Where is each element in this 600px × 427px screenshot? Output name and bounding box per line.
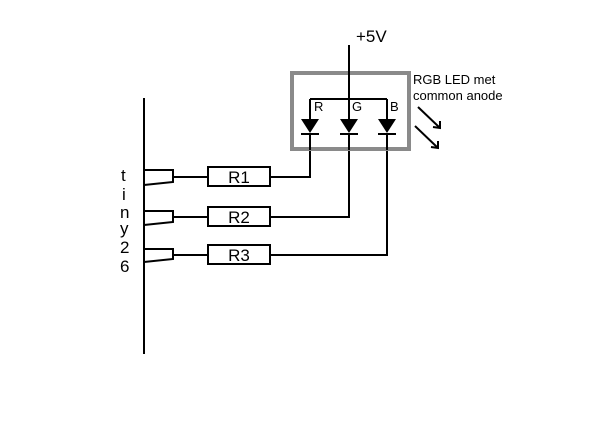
mcu-char: t [121, 166, 126, 185]
supply-label: +5V [356, 27, 387, 46]
led-caption-line2: common anode [413, 88, 503, 103]
mcu-pin-1 [143, 169, 208, 186]
resistor-label: R3 [228, 246, 250, 265]
mcu-pin-2 [143, 210, 208, 226]
led-caption-line1: RGB LED met [413, 72, 496, 87]
diode-green: G [340, 99, 362, 135]
mcu-pin-3 [143, 248, 208, 263]
mcu-label: t i n y 2 6 [120, 166, 129, 276]
mcu-char: y [120, 219, 129, 238]
resistor-label: R2 [228, 208, 250, 227]
mcu-char: i [122, 185, 126, 204]
resistor-r1: R1 [207, 166, 271, 187]
diode-blue: B [378, 99, 399, 135]
diode-red: R [301, 99, 323, 135]
channel-label: B [390, 99, 399, 114]
mcu-char: 6 [120, 257, 129, 276]
resistor-r2: R2 [207, 206, 271, 227]
resistor-label: R1 [228, 168, 250, 187]
channel-label: R [314, 99, 323, 114]
resistor-r3: R3 [207, 244, 271, 265]
channel-label: G [352, 99, 362, 114]
mcu-char: n [120, 203, 129, 222]
rgb-led-package [290, 71, 411, 151]
mcu-char: 2 [120, 238, 129, 257]
light-emission-arrows-icon [414, 106, 441, 150]
wire-r3-to-blue [270, 134, 388, 256]
wire-r2-to-green [270, 134, 350, 218]
